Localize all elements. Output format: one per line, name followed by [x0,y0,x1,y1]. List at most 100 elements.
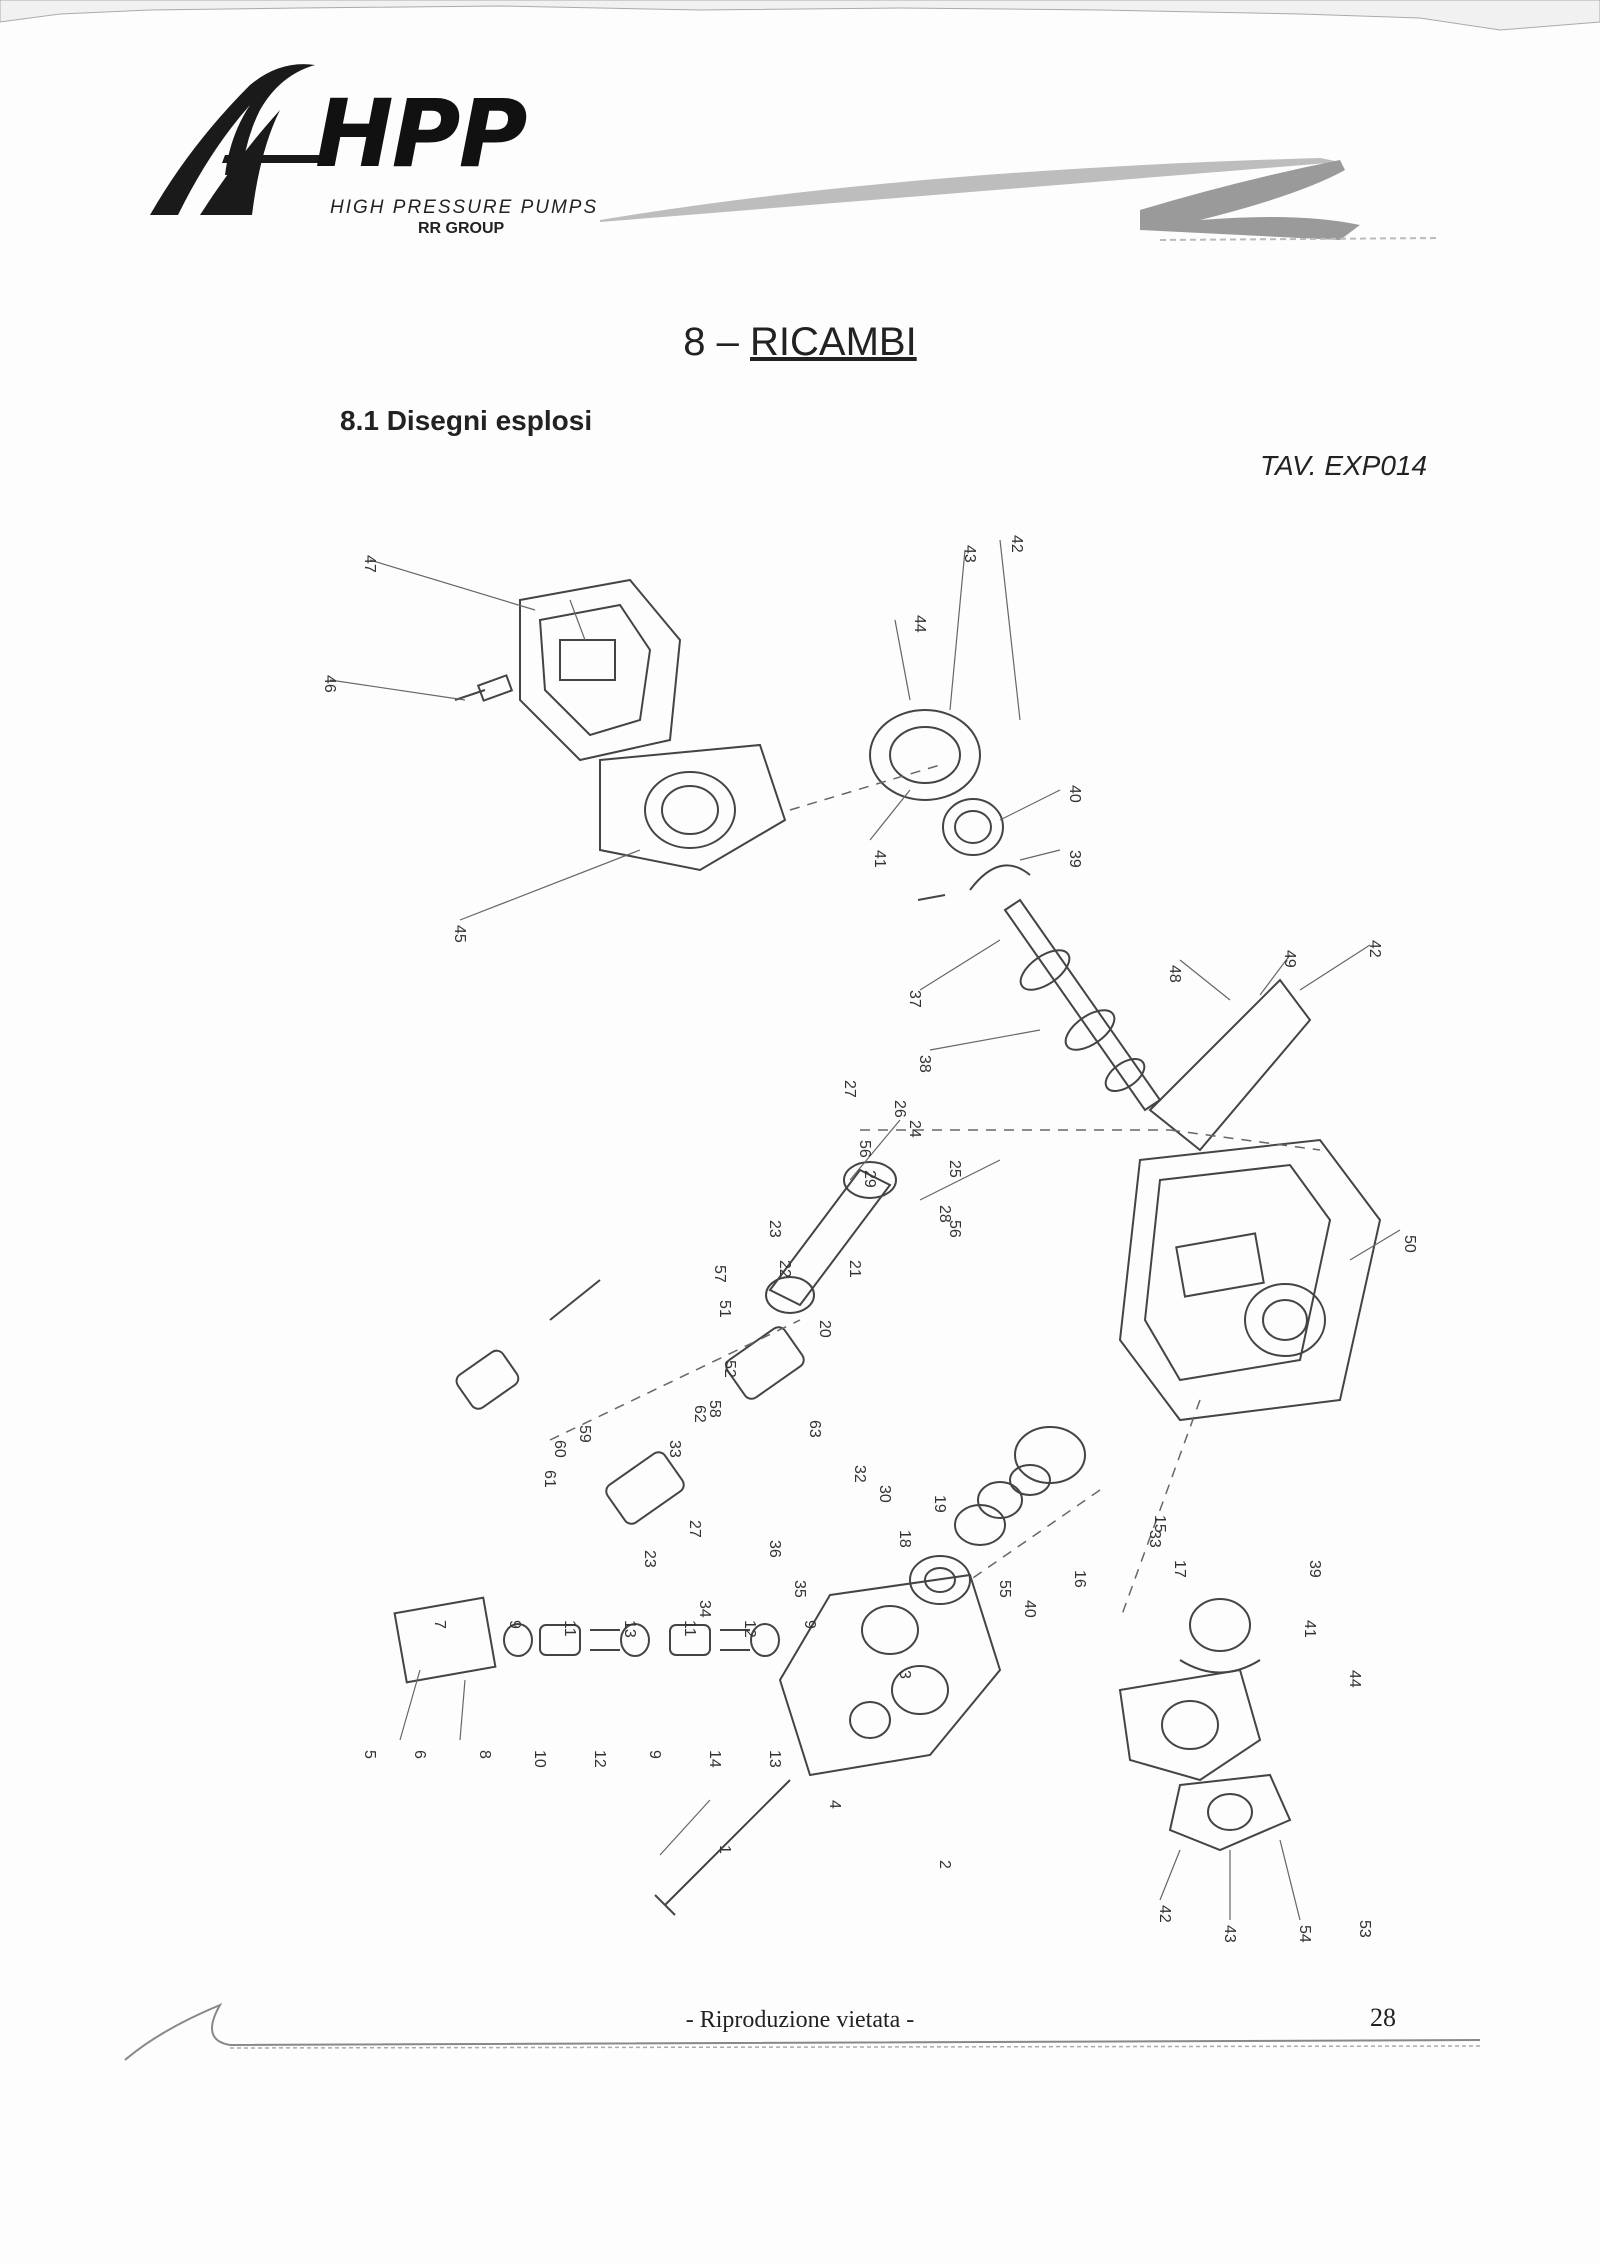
part-number-label: 53 [1356,1920,1373,1938]
connecting-rod-26 [768,1168,892,1307]
part-number-label: 32 [851,1465,868,1483]
part-number-label: 34 [696,1600,713,1618]
part-number-label: 25 [946,1160,963,1178]
part-number-label: 43 [1221,1925,1238,1943]
part-number-label: 1 [716,1845,733,1854]
hpp-flame-logo-icon [150,64,320,215]
part-number-label: 8 [476,1750,493,1759]
part-number-label: 14 [706,1750,723,1768]
part-number-label: 40 [1066,785,1083,803]
part-number-label: 4 [826,1800,843,1809]
brand-tagline: HIGH PRESSURE PUMPS [330,197,599,218]
part-number-label: 44 [911,615,928,633]
part-number-label: 10 [531,1750,548,1768]
part-number-label: 26 [891,1100,908,1118]
part-number-label: 13 [621,1620,638,1638]
part-number-label: 42 [1156,1905,1173,1923]
brand-group: RR GROUP [418,220,505,237]
part-number-label: 48 [1166,965,1183,983]
part-number-label: 28 [936,1205,953,1223]
part-number-label: 20 [816,1320,833,1338]
part-number-label: 52 [721,1360,738,1378]
part-number-label: 41 [1301,1620,1318,1638]
seal-21 [1014,1426,1086,1484]
part-number-label: 41 [871,850,888,868]
shaft-end-54 [1168,1773,1292,1852]
part-number-label: 30 [876,1485,893,1503]
part-number-label: 33 [666,1440,683,1458]
part-number-label: 7 [431,1620,448,1629]
seal-16 [909,1555,971,1605]
section-heading: 8.1 Disegni esplosi [340,405,593,436]
part-number-label: 56 [856,1140,873,1158]
footer-swoosh-icon [124,2002,1481,2061]
part-number-label: 29 [861,1170,878,1188]
piston-30 [725,1326,805,1400]
part-number-label: 23 [641,1550,658,1568]
part-number-label: 17 [1171,1560,1188,1578]
table-reference: TAV. EXP014 [1260,450,1428,481]
part-number-label: 35 [791,1580,808,1598]
part-number-label: 3 [896,1670,913,1679]
part-number-label: 59 [576,1425,593,1443]
part-number-label: 45 [451,925,468,943]
part-number-label: 6 [411,1750,428,1759]
part-number-label: 56 [946,1220,963,1238]
piston-34 [605,1451,685,1525]
part-number-label: 18 [896,1530,913,1548]
part-number-label: 5 [361,1750,378,1759]
part-number-label: 49 [1281,950,1298,968]
brand-name: HPP [315,80,527,189]
part-number-label: 58 [706,1400,723,1418]
part-number-label: 42 [1008,535,1025,553]
pump-head-2 [778,1573,1002,1777]
crankcase-50 [1118,1138,1382,1422]
part-number-label: 50 [1401,1235,1418,1253]
part-number-label: 16 [1071,1570,1088,1588]
part-number-label: 21 [846,1260,863,1278]
part-number-label: 62 [691,1405,708,1423]
part-number-label: 27 [686,1520,703,1538]
part-number-label: 57 [711,1265,728,1283]
part-number-label: 9 [801,1620,818,1629]
valve-cover-6 [393,1596,497,1684]
housing-47 [519,578,682,762]
flange-41 [1118,1668,1262,1782]
part-number-label: 47 [361,555,378,573]
crankshaft-38 [1003,898,1162,1112]
part-number-label: 38 [916,1055,933,1073]
torn-page-edge [0,0,1600,31]
part-number-label: 27 [841,1080,858,1098]
part-number-label: 44 [1346,1670,1363,1688]
part-number-labels: 4746454443424140393738484942502425262756… [321,535,1418,1943]
bolt-1 [664,1779,791,1906]
part-number-label: 22 [776,1260,793,1278]
chapter-title: RICAMBI [750,320,917,364]
part-number-label: 51 [716,1300,733,1318]
part-number-label: 13 [766,1750,783,1768]
part-number-label: 9 [506,1620,523,1629]
part-number-label: 40 [1021,1600,1038,1618]
part-number-label: 33 [1146,1530,1163,1548]
part-number-label: 9 [646,1750,663,1759]
part-number-label: 63 [806,1420,823,1438]
part-number-label: 42 [1366,940,1383,958]
part-number-label: 43 [961,545,978,563]
part-number-label: 54 [1296,1925,1313,1943]
bearing-40 [942,798,1004,856]
page-number: 28 [1370,2003,1396,2032]
footer-note: - Riproduzione vietata - [685,2007,915,2033]
chapter-number: 8 – [683,320,739,364]
header-swoosh-icon [600,158,1441,241]
part-number-label: 24 [906,1120,923,1138]
part-number-label: 23 [766,1220,783,1238]
part-number-label: 15 [1151,1515,1168,1533]
part-number-label: 12 [591,1750,608,1768]
part-number-label: 19 [931,1495,948,1513]
part-number-label: 55 [996,1580,1013,1598]
part-number-label: 39 [1306,1560,1323,1578]
exploded-pump-drawing-icon: 4746454443424140393738484942502425262756… [321,535,1418,1943]
part-number-label: 36 [766,1540,783,1558]
part-number-label: 12 [741,1620,758,1638]
part-number-label: 37 [906,990,923,1008]
